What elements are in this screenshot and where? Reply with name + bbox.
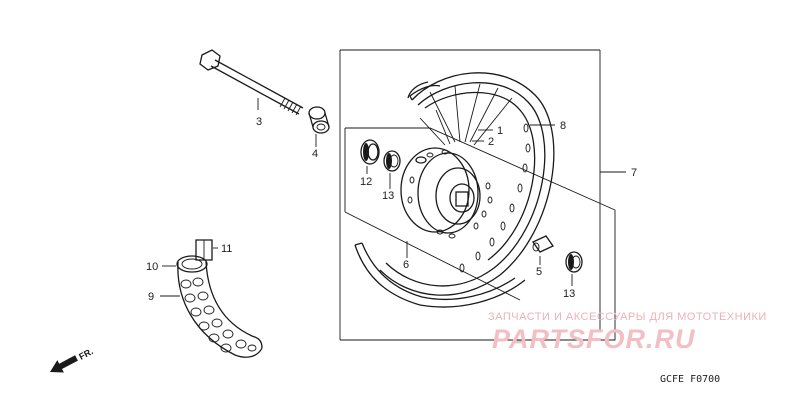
tire-tread bbox=[180, 277, 257, 353]
watermark: ЗАПЧАСТИ И АКСЕССУАРЫ ДЛЯ МОТОТЕХНИКИ PA… bbox=[488, 311, 767, 354]
callout-11: 11 bbox=[221, 243, 232, 255]
watermark-tagline: ЗАПЧАСТИ И АКСЕССУАРЫ ДЛЯ МОТОТЕХНИКИ bbox=[488, 311, 767, 323]
callout-9: 9 bbox=[148, 291, 154, 303]
axle bbox=[199, 49, 304, 116]
watermark-brand: PARTSFOR.RU bbox=[492, 324, 696, 354]
dust-seal bbox=[360, 139, 380, 165]
callout-4: 4 bbox=[312, 148, 318, 160]
spokes bbox=[419, 83, 513, 146]
callout-3: 3 bbox=[256, 116, 262, 128]
diagram-code: GCFE F0700 bbox=[660, 374, 720, 385]
callout-labels: 1 2 3 4 5 6 7 8 9 10 11 12 13 13 bbox=[146, 116, 637, 303]
callout-7: 7 bbox=[631, 167, 637, 179]
front-direction-arrow: FR. bbox=[50, 346, 95, 373]
side-collar bbox=[308, 106, 330, 134]
rim-band bbox=[195, 239, 213, 261]
front-arrow-label: FR. bbox=[77, 346, 94, 362]
callout-8: 8 bbox=[560, 120, 566, 132]
callout-13-right: 13 bbox=[563, 288, 575, 300]
wheel-hub bbox=[400, 147, 493, 239]
spoke-holes bbox=[459, 123, 531, 273]
rim-segment bbox=[354, 242, 526, 308]
callout-10: 10 bbox=[146, 261, 158, 273]
rim bbox=[379, 72, 555, 296]
radial-bearing-left bbox=[383, 150, 401, 172]
distance-collar bbox=[532, 235, 554, 253]
callout-2: 2 bbox=[488, 136, 494, 148]
callout-12: 12 bbox=[360, 176, 372, 188]
callout-5: 5 bbox=[536, 266, 542, 278]
tire bbox=[176, 255, 263, 358]
assembly-frame bbox=[339, 49, 616, 341]
radial-bearing-right bbox=[565, 251, 583, 273]
callout-13-left: 13 bbox=[382, 190, 394, 202]
leader-lines bbox=[160, 98, 626, 297]
callout-6: 6 bbox=[403, 259, 409, 271]
callout-1: 1 bbox=[497, 125, 503, 137]
